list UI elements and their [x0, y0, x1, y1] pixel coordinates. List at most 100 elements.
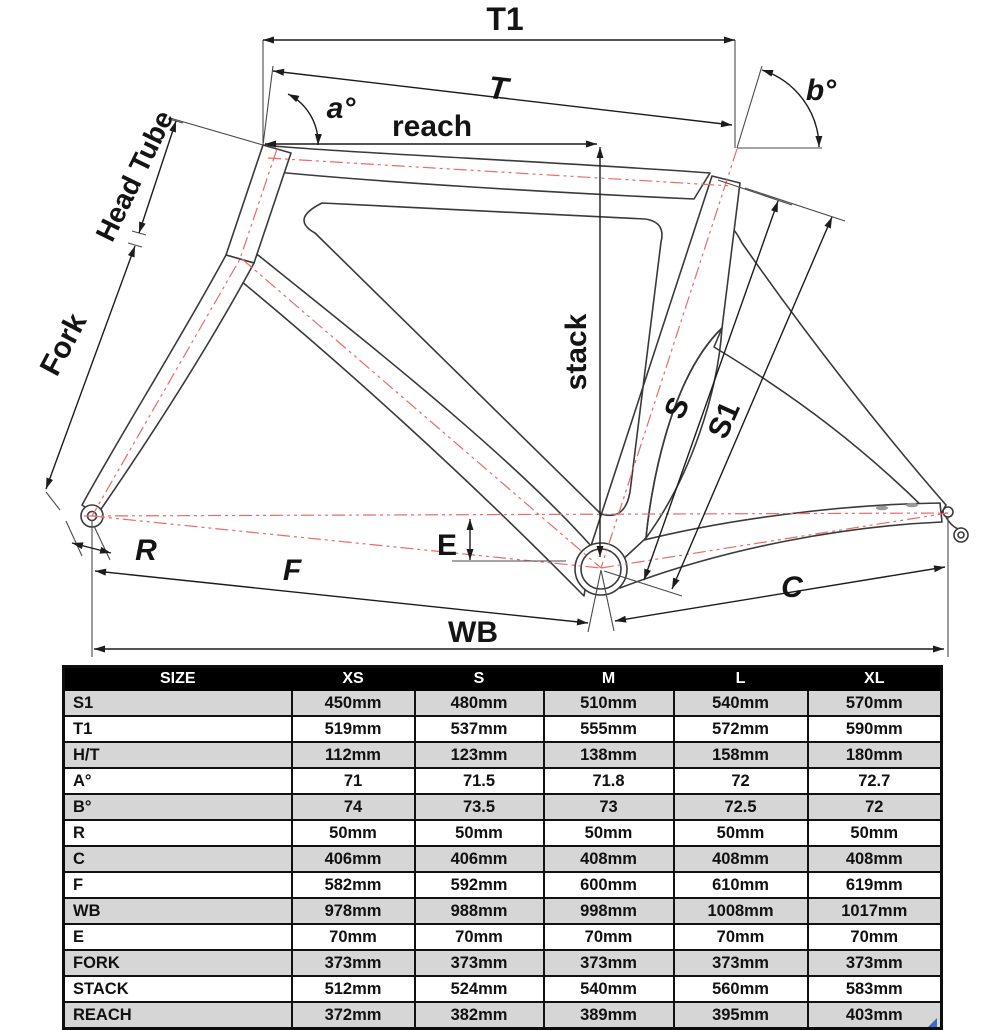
row-value: 519mm [290, 715, 416, 743]
head-tube [225, 144, 292, 264]
chainstay-bolt [876, 505, 888, 511]
row-value: 70mm [413, 923, 545, 951]
label-r: R [135, 534, 157, 567]
label-head-tube: Head Tube [90, 106, 180, 246]
row-value: 572mm [672, 715, 809, 743]
row-value: 592mm [413, 871, 545, 899]
table-corner-marker [928, 1018, 937, 1027]
down-tube [229, 254, 593, 597]
col-header-xs: XS [290, 665, 416, 691]
label-reach: reach [392, 110, 472, 143]
seat-stay [713, 224, 947, 522]
axle-bb-centerline [91, 515, 602, 569]
label-t: T [486, 69, 512, 107]
row-value: 71 [290, 767, 416, 795]
col-header-l: L [672, 665, 809, 691]
row-value: 540mm [542, 975, 675, 1003]
label-fork: Fork [34, 308, 94, 381]
row-value: 373mm [806, 949, 943, 977]
row-value: 74 [290, 793, 416, 821]
label-stack: stack [560, 313, 593, 390]
row-label: FORK [62, 949, 293, 977]
row-value: 382mm [413, 1001, 545, 1030]
row-value: 72.5 [672, 793, 809, 821]
row-value: 978mm [290, 897, 416, 925]
down-tube-centerline [241, 258, 602, 569]
row-value: 510mm [542, 689, 675, 717]
row-value: 988mm [413, 897, 545, 925]
row-value: 555mm [542, 715, 675, 743]
fork-blade [81, 254, 255, 516]
row-value: 1008mm [672, 897, 809, 925]
row-value: 570mm [806, 689, 943, 717]
row-value: 373mm [290, 949, 416, 977]
dim-f [94, 568, 589, 626]
label-t1: T1 [486, 1, 523, 37]
row-value: 408mm [672, 845, 809, 873]
row-value: 72 [672, 767, 809, 795]
row-label: REACH [62, 1001, 293, 1030]
row-label: C [62, 845, 293, 873]
row-value: 403mm [806, 1001, 943, 1030]
row-label: S1 [62, 689, 293, 717]
label-f: F [283, 554, 302, 587]
row-value: 71.5 [413, 767, 545, 795]
top-tube [262, 144, 711, 200]
row-value: 537mm [413, 715, 545, 743]
row-label: A° [62, 767, 293, 795]
row-value: 560mm [672, 975, 809, 1003]
row-value: 373mm [672, 949, 809, 977]
row-value: 998mm [542, 897, 675, 925]
col-header-xl: XL [806, 665, 943, 691]
col-header-s: S [413, 665, 545, 691]
row-label: WB [62, 897, 293, 925]
col-header-m: M [542, 665, 675, 691]
row-label: B° [62, 793, 293, 821]
row-value: 73.5 [413, 793, 545, 821]
hanger-eye-inner [957, 531, 965, 539]
row-value: 583mm [806, 975, 943, 1003]
row-value: 408mm [542, 845, 675, 873]
row-value: 70mm [542, 923, 675, 951]
row-value: 70mm [806, 923, 943, 951]
row-value: 540mm [672, 689, 809, 717]
dim-c [614, 565, 946, 623]
bottom-bracket-inner [580, 548, 622, 590]
row-value: 373mm [542, 949, 675, 977]
row-label: STACK [62, 975, 293, 1003]
row-value: 180mm [806, 741, 943, 769]
row-value: 72 [806, 793, 943, 821]
col-header-size: SIZE [62, 665, 293, 691]
row-value: 524mm [413, 975, 545, 1003]
dimension-lines [45, 36, 946, 653]
row-value: 512mm [290, 975, 416, 1003]
row-label: E [62, 923, 293, 951]
row-label: T1 [62, 715, 293, 743]
row-value: 158mm [672, 741, 809, 769]
dim-r [71, 542, 112, 554]
bike-geometry-page: { "diagram": { "labels": { "t1": "T1", "… [33, 1, 969, 1030]
row-value: 1017mm [806, 897, 943, 925]
row-value: 50mm [413, 819, 545, 847]
row-value: 112mm [290, 741, 416, 769]
label-angle-a: a° [327, 92, 357, 125]
row-value: 70mm [672, 923, 809, 951]
row-value: 395mm [672, 1001, 809, 1030]
row-value: 50mm [672, 819, 809, 847]
dim-angle-b-arc [761, 69, 823, 148]
frame-geometry-diagram: T1 T a° b° reach Head Tube Fork stack S … [34, 1, 969, 657]
row-value: 582mm [290, 871, 416, 899]
seat-tube-centerline [600, 148, 738, 569]
dim-fork [45, 245, 136, 490]
